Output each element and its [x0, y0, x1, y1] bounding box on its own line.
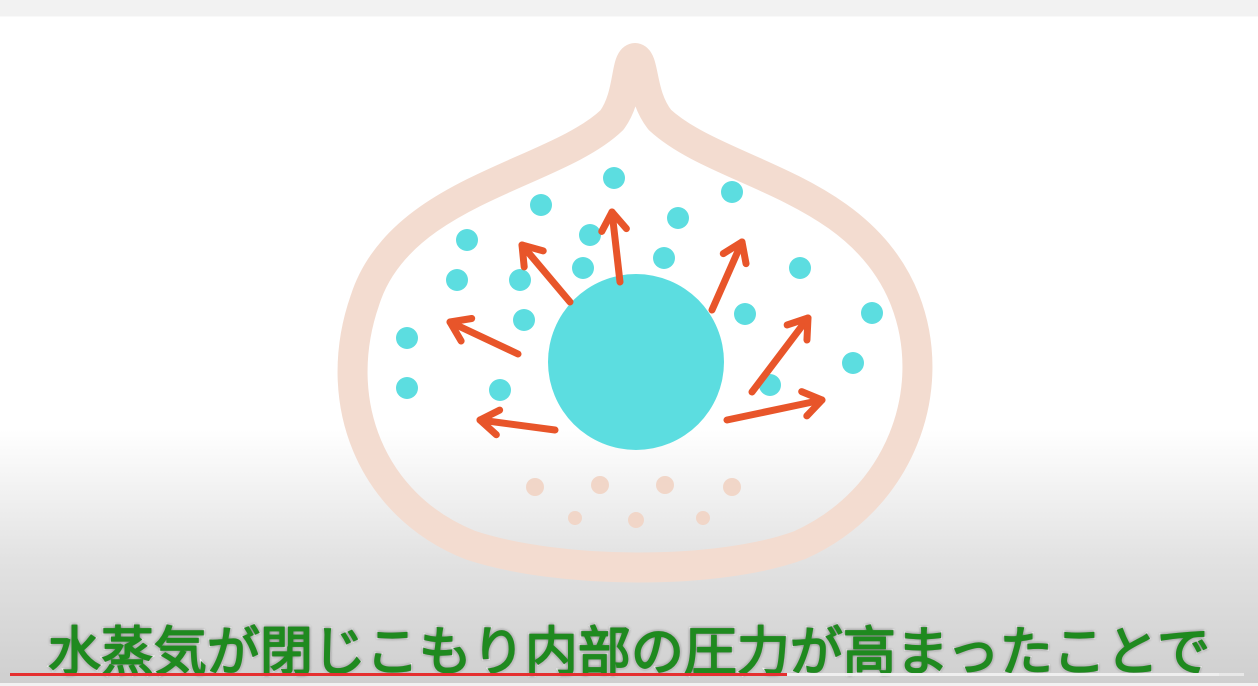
- steam-molecule-icon: [572, 257, 594, 279]
- steam-molecule-icon: [667, 207, 689, 229]
- chestnut-shell-icon: [337, 43, 933, 583]
- steam-molecule-icon: [579, 224, 601, 246]
- pressure-arrow-icon: [708, 238, 750, 314]
- steam-molecule-icon: [396, 377, 418, 399]
- steam-molecule-icon: [653, 247, 675, 269]
- pressure-arrows: [446, 208, 826, 439]
- pressure-arrow-icon: [518, 241, 574, 306]
- steam-molecule-icon: [603, 167, 625, 189]
- pressure-arrow-icon: [723, 388, 826, 424]
- steam-molecule-icon: [456, 229, 478, 251]
- steam-molecules: [396, 167, 883, 401]
- steam-molecule-icon: [861, 302, 883, 324]
- pressure-arrow-icon: [598, 208, 630, 286]
- steam-molecule-icon: [734, 303, 756, 325]
- video-progress-bar[interactable]: [10, 673, 1244, 676]
- chestnut-texture: [526, 476, 741, 528]
- pressure-arrow-icon: [476, 406, 559, 439]
- steam-molecule-icon: [842, 352, 864, 374]
- steam-molecule-icon: [396, 327, 418, 349]
- steam-molecule-icon: [789, 257, 811, 279]
- steam-molecule-icon: [446, 269, 468, 291]
- progress-played: [10, 673, 788, 676]
- steam-molecule-icon: [489, 379, 511, 401]
- water-droplet: [548, 274, 724, 450]
- steam-molecule-icon: [530, 194, 552, 216]
- steam-molecule-icon: [513, 309, 535, 331]
- pressure-arrow-icon: [748, 314, 812, 396]
- steam-molecule-icon: [509, 269, 531, 291]
- steam-molecule-icon: [721, 181, 743, 203]
- pressure-arrow-icon: [446, 314, 522, 358]
